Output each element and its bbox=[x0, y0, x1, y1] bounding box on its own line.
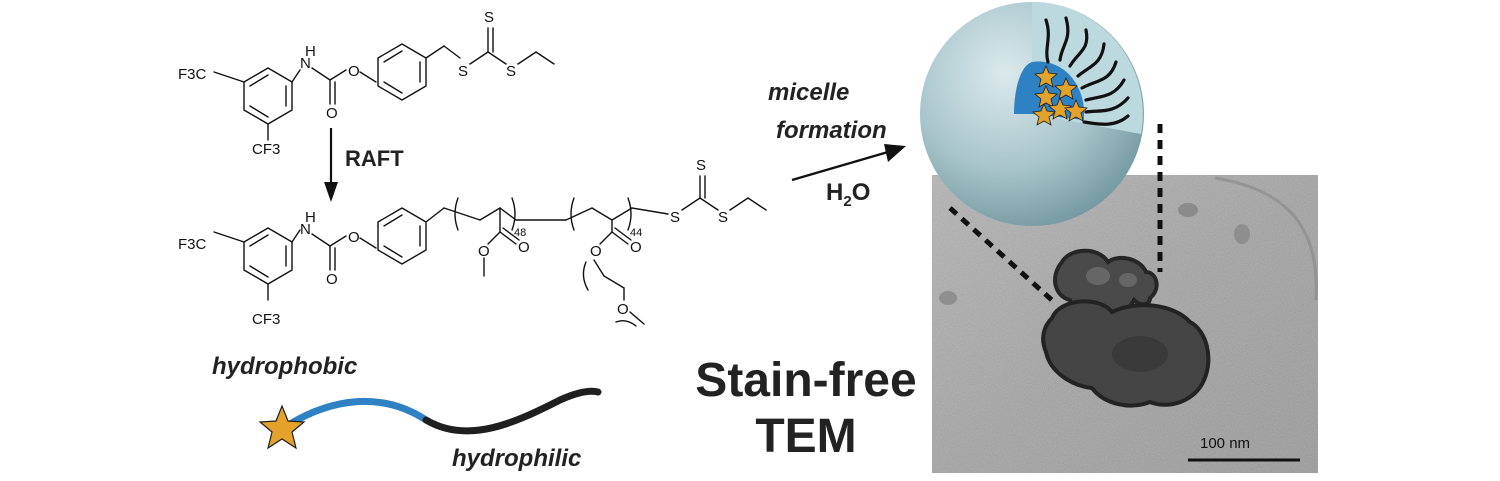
formation-arrow-head bbox=[884, 144, 906, 162]
block1-right-bracket bbox=[511, 197, 516, 231]
polymer-f3c-label: F3C bbox=[178, 236, 207, 253]
raft-label: RAFT bbox=[345, 146, 404, 171]
stain-free-label: Stain-free bbox=[695, 354, 916, 407]
raft-reaction-arrow: RAFT bbox=[324, 128, 404, 202]
hydrophobic-segment bbox=[286, 397, 430, 428]
polymer-carbonyl-oxygen: O bbox=[326, 271, 338, 288]
aryl-ring bbox=[243, 67, 293, 125]
block2-carbonyl-oxygen: O bbox=[630, 239, 642, 256]
hydrogen-label: H bbox=[305, 43, 316, 60]
ester-oxygen-label: O bbox=[348, 63, 360, 80]
micelle-cutaway bbox=[920, 2, 1144, 226]
tem-micrograph: 100 nm bbox=[932, 175, 1318, 473]
support-film-edge bbox=[1214, 176, 1318, 301]
tem-title: Stain-free TEM bbox=[695, 354, 916, 463]
micelle-formation-step: micelle formation H2O bbox=[768, 79, 906, 210]
polymer-thione-sulfur: S bbox=[696, 157, 706, 174]
block1-ester-oxygen: O bbox=[478, 243, 490, 260]
nitrogen-label: N bbox=[300, 55, 311, 72]
block1-left-bracket bbox=[454, 197, 459, 231]
peg-left-bracket bbox=[582, 261, 589, 291]
amphiphile-cartoon: hydrophobic hydrophilic bbox=[212, 353, 602, 472]
polymer-sulfur-2: S bbox=[718, 209, 728, 226]
thione-sulfur-label: S bbox=[484, 9, 494, 26]
solvent-subscript: 2 bbox=[843, 193, 851, 210]
hydrophilic-segment bbox=[422, 387, 602, 435]
core-fluorophore-stars-icon bbox=[1032, 64, 1088, 126]
block-copolymer: F3C CF3 N H O O 48 O O 4 bbox=[178, 157, 767, 328]
sulfur-label-2: S bbox=[506, 63, 516, 80]
hydrophobic-label: hydrophobic bbox=[212, 353, 357, 380]
micelle-label: micelle bbox=[768, 79, 849, 106]
scale-bar-label: 100 nm bbox=[1200, 435, 1250, 452]
raft-agent-monomer: F3C CF3 N H O O S S S bbox=[178, 9, 555, 158]
formation-label: formation bbox=[776, 117, 887, 144]
polymer-cf3-label: CF3 bbox=[252, 311, 280, 328]
tem-label: TEM bbox=[755, 410, 856, 463]
block2-ester-oxygen: O bbox=[590, 243, 602, 260]
sulfur-label-1: S bbox=[458, 63, 468, 80]
block2-left-bracket bbox=[570, 197, 575, 231]
polymer-hydrogen-label: H bbox=[305, 209, 316, 226]
fluorophore-star-icon bbox=[258, 404, 306, 450]
solvent-label: H2O bbox=[826, 179, 870, 210]
polymer-benzyl-ring bbox=[377, 207, 427, 265]
block1-carbonyl-oxygen: O bbox=[518, 239, 530, 256]
polymer-sulfur-1: S bbox=[670, 209, 680, 226]
benzyl-ring bbox=[377, 43, 427, 101]
callout-line-left bbox=[948, 206, 1056, 304]
f3c-label: F3C bbox=[178, 66, 207, 83]
polymer-aryl-ring bbox=[243, 227, 293, 285]
polymer-nitrogen-label: N bbox=[300, 221, 311, 238]
micelle-core-left bbox=[1014, 62, 1032, 114]
block2-right-bracket bbox=[627, 197, 632, 231]
hydrophilic-label: hydrophilic bbox=[452, 445, 581, 472]
solvent-o: O bbox=[852, 179, 871, 206]
cf3-label: CF3 bbox=[252, 141, 280, 158]
carbonyl-oxygen-label: O bbox=[326, 105, 338, 122]
peg-oxygen-label: O bbox=[617, 301, 629, 318]
polymer-ester-oxygen: O bbox=[348, 229, 360, 246]
block1-subscript: 48 bbox=[514, 227, 526, 239]
peg-right-bracket bbox=[615, 319, 637, 327]
block2-subscript: 44 bbox=[630, 227, 642, 239]
